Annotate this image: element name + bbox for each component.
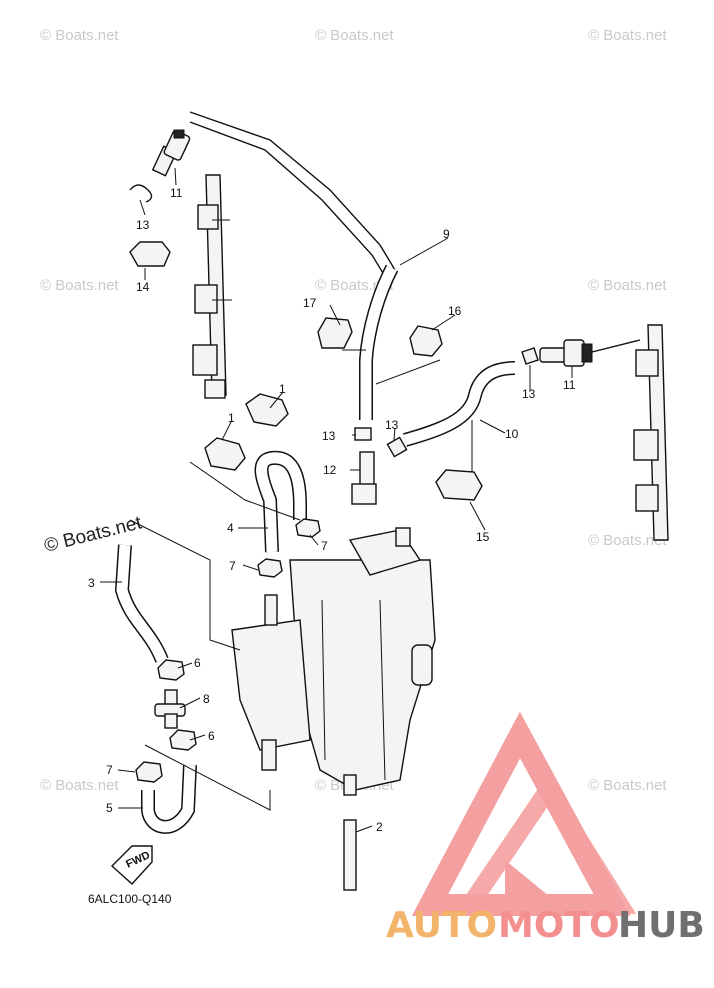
callout-13: 13	[385, 418, 399, 432]
callout-3: 3	[88, 576, 95, 590]
pipe-2	[343, 819, 357, 891]
callout-11: 11	[170, 186, 183, 200]
automotohub-logo-mark	[411, 711, 637, 916]
diagram-code: 6ALC100-Q140	[88, 892, 172, 906]
callout-8: 8	[203, 692, 210, 706]
callout-1: 1	[228, 411, 235, 425]
callout-9: 9	[443, 227, 450, 241]
watermark-text: © Boats.net	[40, 777, 119, 794]
vapor-separator-body	[231, 527, 436, 796]
callout-15: 15	[476, 530, 490, 544]
callout-17: 17	[303, 296, 317, 310]
watermark-text: © Boats.net	[40, 27, 119, 44]
right-assembly	[521, 324, 669, 541]
watermark-text: © Boats.net	[588, 277, 667, 294]
watermark-text: © Boats.net	[588, 777, 667, 794]
upper-left-assembly	[100, 111, 396, 399]
hose-5	[135, 744, 271, 834]
logo-moto-text: MOTO	[498, 905, 620, 946]
automotohub-logo-text: AUTO MOTO HUB	[386, 905, 705, 946]
callout-16: 16	[448, 304, 462, 318]
watermark-text: © Boats.net	[315, 27, 394, 44]
callout-4: 4	[227, 521, 234, 535]
clamps-7	[257, 518, 321, 578]
callout-leaders	[100, 167, 573, 833]
callout-13: 13	[322, 429, 336, 443]
callout-10: 10	[505, 427, 519, 441]
hose-3	[114, 519, 241, 663]
callout-1: 1	[279, 382, 286, 396]
callout-5: 5	[106, 801, 113, 815]
callout-labels: 11 13 14 9 17 16 1 1 13 13 13 11 10 12 1…	[88, 186, 576, 834]
callout-7: 7	[229, 559, 236, 573]
joint-8-clamps-6	[154, 659, 197, 751]
logo-auto-text: AUTO	[386, 905, 497, 946]
watermark-text: © Boats.net	[588, 532, 667, 549]
fwd-arrow-icon: FWD	[110, 845, 153, 885]
clamps-16-17	[317, 317, 443, 357]
callout-7: 7	[321, 539, 328, 553]
callout-11: 11	[563, 378, 576, 392]
callout-7: 7	[106, 763, 113, 777]
watermark-text: © Boats.net	[588, 27, 667, 44]
callout-12: 12	[323, 463, 337, 477]
hose-9	[342, 264, 441, 420]
watermark-text: © Boats.net	[40, 277, 119, 294]
watermark-text: © Boats.net	[315, 277, 394, 294]
callout-2: 2	[376, 820, 383, 834]
callout-6: 6	[194, 656, 201, 670]
callout-14: 14	[136, 280, 150, 294]
callout-6: 6	[208, 729, 215, 743]
logo-hub-text: HUB	[618, 905, 705, 946]
clamp-15	[435, 469, 483, 501]
callout-13: 13	[522, 387, 536, 401]
hose-4-and-clamps-1	[189, 393, 307, 553]
callout-13: 13	[136, 218, 150, 232]
hose-10	[403, 361, 516, 480]
fuel-fitting-12	[351, 427, 408, 505]
